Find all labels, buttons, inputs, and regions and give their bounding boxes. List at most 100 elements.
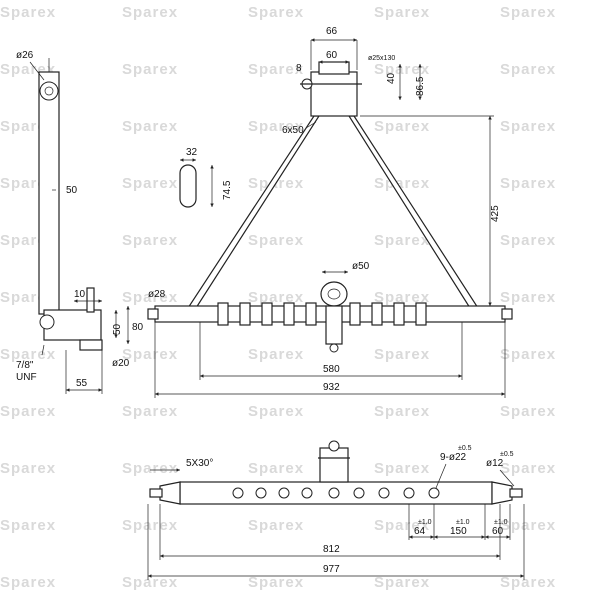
end-12-label: ø12 [486, 458, 504, 469]
top-plate [318, 61, 350, 75]
plan-clevis-pin [328, 440, 340, 452]
lift-arm [38, 71, 60, 315]
section-profile [179, 164, 197, 208]
drawbar-hole [378, 487, 390, 499]
watermark: Sparex [248, 346, 304, 363]
lower-pin-eye [39, 314, 55, 330]
drawbar-boss [261, 302, 273, 326]
linch-pin [86, 287, 95, 313]
leader-line [29, 61, 45, 81]
watermark: Sparex [374, 118, 430, 135]
thread-nut [79, 339, 103, 351]
watermark: Sparex [374, 460, 430, 477]
leader-line [499, 469, 515, 487]
dim-80-label: 80 [132, 322, 144, 333]
holes-tolerance-label: ±0.5 [458, 445, 472, 452]
top-bracket [310, 71, 358, 117]
a-frame-right-leg [347, 115, 480, 309]
tol-b-label: ±1.0 [456, 519, 470, 526]
drawbar-hole [428, 487, 440, 499]
plan-right-end [509, 488, 523, 498]
end-12-tolerance-label: ±0.5 [500, 451, 514, 458]
pin-diameter-label: ø26 [16, 50, 34, 61]
end-28-label: ø28 [148, 289, 166, 300]
cross-section: 32 74.5 [179, 147, 233, 208]
plan-view: 5X30° 9-ø22 ±0.5 ø12 ±0.5 ±1.0 ±1.0 ±1.0… [147, 440, 525, 580]
holes-label: 9-ø22 [440, 452, 467, 463]
watermark: Sparex [122, 118, 178, 135]
watermark: Sparex [0, 4, 56, 21]
top-66-label: 66 [326, 26, 338, 37]
section-74-label: 74.5 [222, 180, 233, 200]
thread-unit-label: UNF [16, 372, 37, 383]
leader-line [435, 463, 447, 489]
watermark-grid: Sparex Sparex Sparex Sparex Sparex Spare… [0, 4, 556, 591]
watermark: Sparex [122, 61, 178, 78]
ring-50-label: ø50 [352, 261, 370, 272]
span-580-label: 580 [323, 364, 340, 375]
span-812-label: 812 [323, 544, 340, 555]
top-40-label: 40 [386, 72, 397, 84]
watermark: Sparex [500, 574, 556, 591]
watermark: Sparex [122, 517, 178, 534]
drawbar-boss [415, 302, 427, 326]
top-pin-eye [39, 81, 59, 101]
span-977-label: 977 [323, 564, 340, 575]
drawbar-boss [305, 302, 317, 326]
drawbar-hole [255, 487, 267, 499]
watermark: Sparex [248, 403, 304, 420]
watermark: Sparex [374, 289, 430, 306]
watermark: Sparex [122, 289, 178, 306]
dim-50-label: 50 [112, 323, 123, 335]
front-view: 66 60 8 ø25x130 40 86.5 6x50 32 74.5 425… [147, 26, 513, 398]
watermark: Sparex [500, 232, 556, 249]
watermark: Sparex [248, 517, 304, 534]
plan-clevis [319, 447, 349, 483]
drawbar-left-end [147, 308, 159, 320]
watermark: Sparex [0, 403, 56, 420]
drawbar-hole [232, 487, 244, 499]
watermark: Sparex [248, 61, 304, 78]
arm-length-label: 50 [66, 185, 78, 196]
watermark: Sparex [374, 4, 430, 21]
watermark: Sparex [0, 460, 56, 477]
tol-a-label: ±1.0 [418, 519, 432, 526]
a-frame-left-leg [186, 115, 321, 309]
dim-10-label: 10 [74, 289, 86, 300]
watermark: Sparex [500, 346, 556, 363]
watermark: Sparex [0, 346, 56, 363]
drawbar-right-end [501, 308, 513, 320]
watermark: Sparex [0, 517, 56, 534]
watermark: Sparex [374, 403, 430, 420]
top-60-label: 60 [326, 50, 338, 61]
height-425-label: 425 [490, 205, 501, 222]
watermark: Sparex [122, 346, 178, 363]
leader-line [305, 121, 317, 129]
drawbar-taper-right [491, 481, 513, 505]
top-86-label: 86.5 [415, 76, 426, 96]
watermark: Sparex [122, 175, 178, 192]
drawbar-taper-left [159, 481, 181, 505]
watermark: Sparex [500, 517, 556, 534]
watermark: Sparex [248, 232, 304, 249]
drawbar-boss [349, 302, 361, 326]
watermark: Sparex [0, 574, 56, 591]
watermark: Sparex [248, 4, 304, 21]
watermark: Sparex [248, 460, 304, 477]
watermark: Sparex [122, 4, 178, 21]
tol-c-label: ±1.0 [494, 519, 508, 526]
watermark: Sparex [500, 61, 556, 78]
chamfer-label: 5X30° [186, 458, 213, 469]
watermark: Sparex [374, 232, 430, 249]
drawbar-boss [217, 302, 229, 326]
watermark: Sparex [374, 175, 430, 192]
drawbar-boss [283, 302, 295, 326]
drawbar-hole [328, 487, 340, 499]
section-32-label: 32 [186, 147, 198, 158]
drawbar-hole [403, 487, 415, 499]
watermark: Sparex [374, 517, 430, 534]
drawbar-boss [393, 302, 405, 326]
clevis-pin [329, 343, 339, 353]
top-8-label: 8 [296, 63, 302, 74]
